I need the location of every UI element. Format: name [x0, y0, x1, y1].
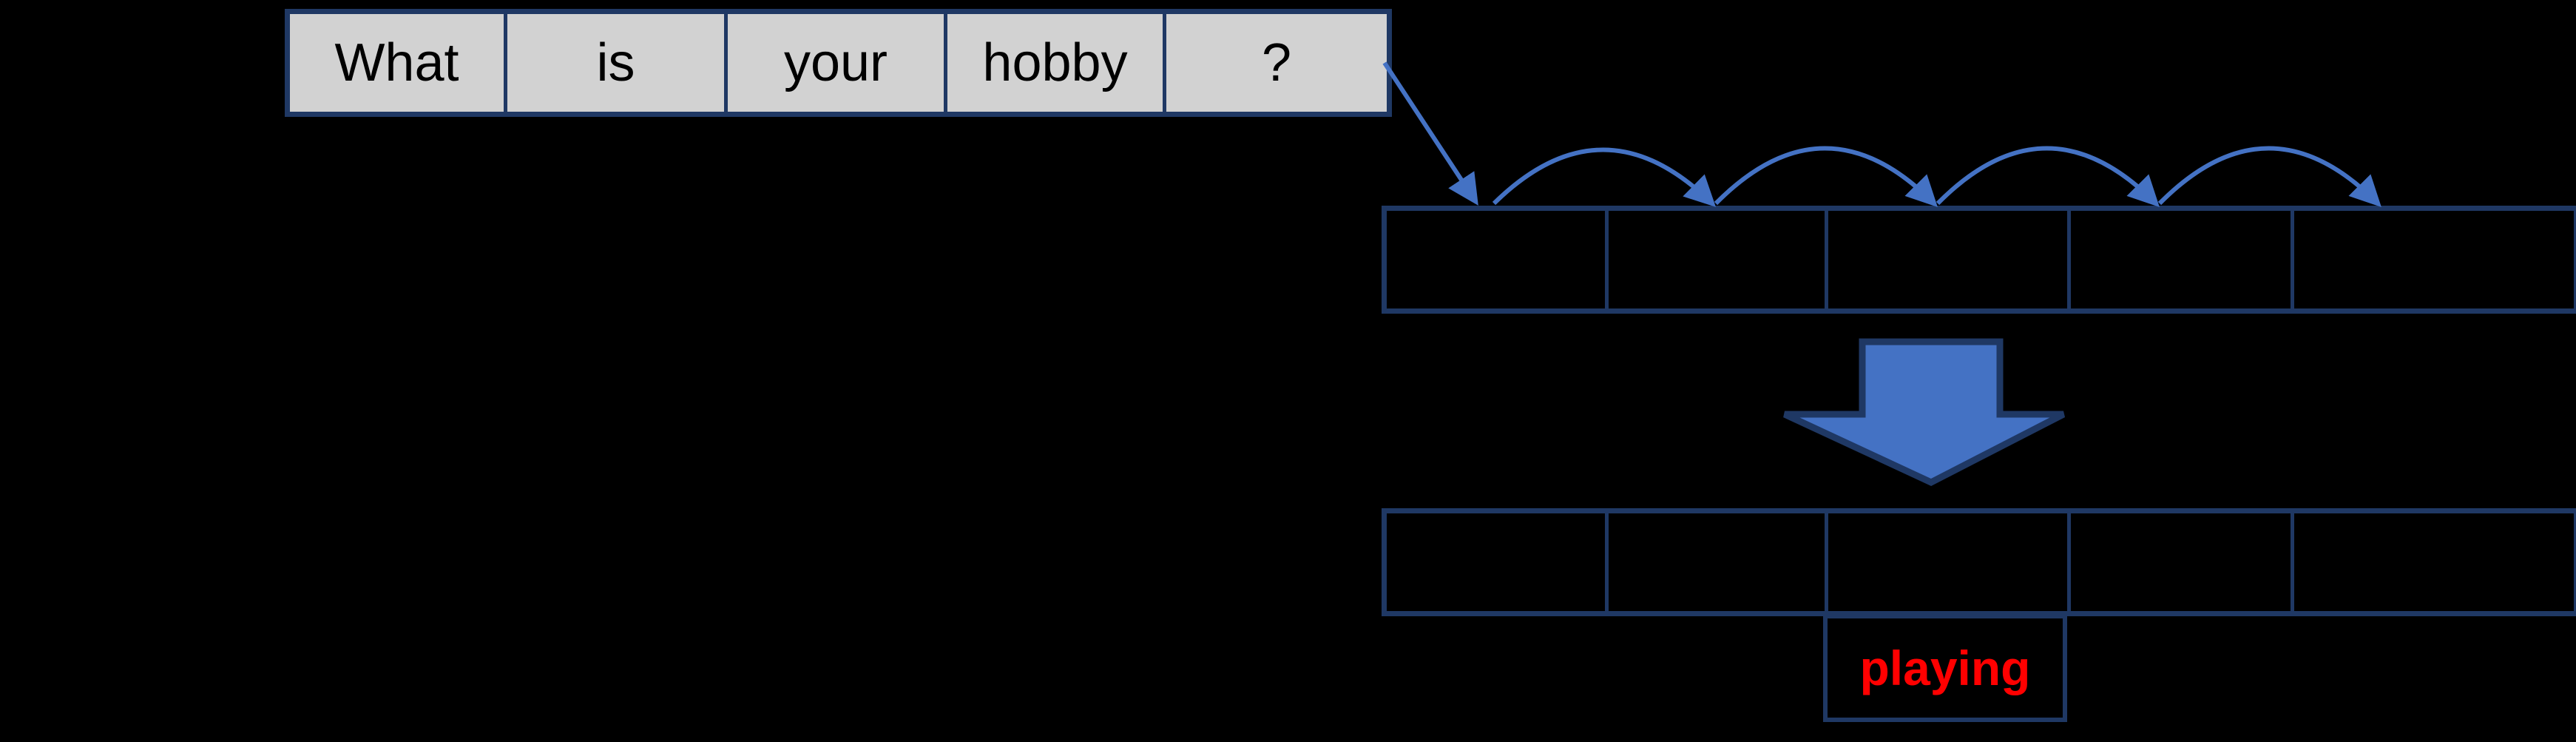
- input-to-encoder-arrow: [1382, 61, 1478, 206]
- decoder-state-row: [1382, 508, 2576, 616]
- encoder-state-cell: [2294, 211, 2574, 308]
- input-token-cell: is: [507, 14, 728, 112]
- hop-arrow-group: [1492, 146, 2381, 207]
- input-token-cell: ?: [1166, 14, 1387, 112]
- input-token-label: What: [334, 33, 459, 92]
- input-token-label: your: [783, 33, 888, 92]
- output-token-cell: playing: [1823, 614, 2067, 722]
- hop-arrow-1: [1492, 147, 1716, 207]
- encoder-state-cell: [1828, 211, 2071, 308]
- decoder-state-cell: [1387, 513, 1609, 611]
- input-token-cell: hobby: [947, 14, 1166, 112]
- decoder-state-cell: [2071, 513, 2294, 611]
- input-token-label: ?: [1261, 33, 1292, 92]
- output-token-label: playing: [1859, 641, 2031, 695]
- decoder-state-cell: [2294, 513, 2574, 611]
- hop-arrow-3: [1936, 146, 2160, 207]
- encoder-to-decoder-arrow: [1783, 338, 2066, 487]
- hop-arrow-2: [1714, 146, 1938, 207]
- hop-arrow-4: [2157, 146, 2381, 207]
- input-token-label: hobby: [982, 33, 1128, 92]
- encoder-state-cell: [2071, 211, 2294, 308]
- encoder-state-row: [1382, 206, 2576, 314]
- input-token-cell: your: [728, 14, 947, 112]
- decoder-state-cell: [1609, 513, 1828, 611]
- encoder-state-cell: [1387, 211, 1609, 308]
- input-token-label: is: [596, 33, 635, 92]
- encoder-state-cell: [1609, 211, 1828, 308]
- input-token-cell: What: [290, 14, 507, 112]
- decoder-state-cell: [1828, 513, 2071, 611]
- input-sentence-table: What is your hobby?: [285, 9, 1392, 117]
